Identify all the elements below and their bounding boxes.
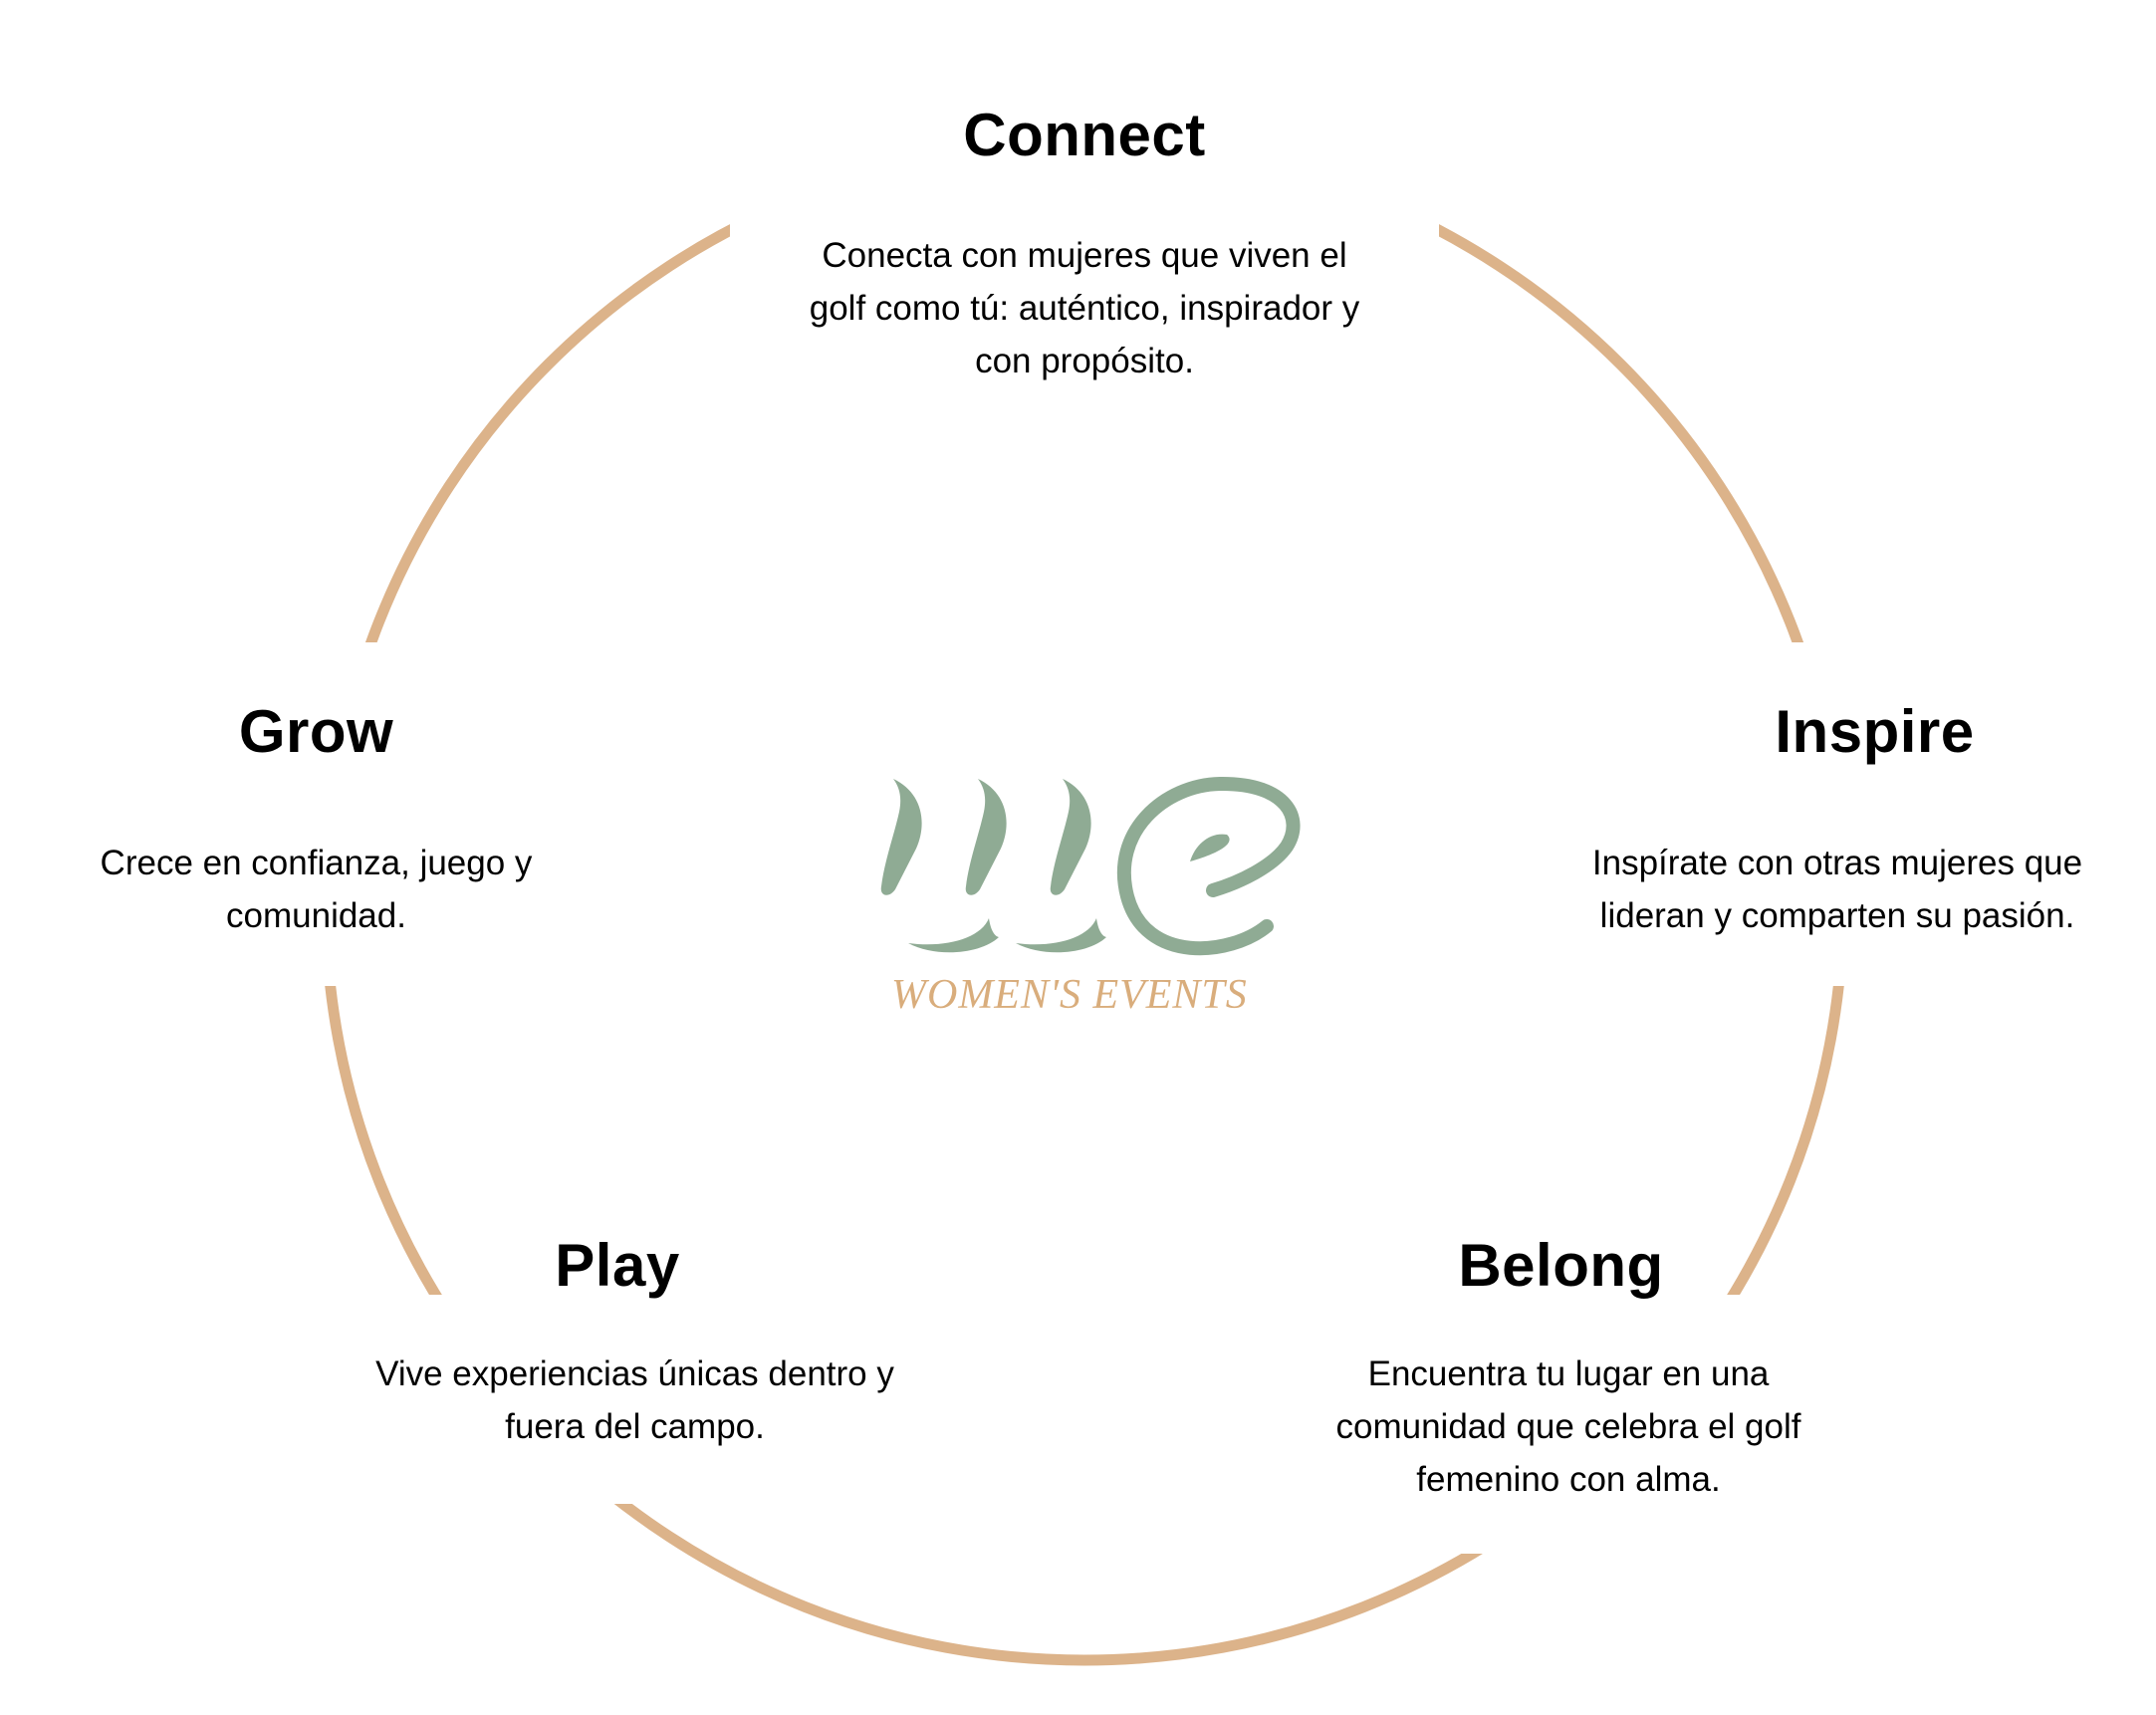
node-description-line: Conecta con mujeres que viven el — [822, 236, 1347, 275]
node-description-line: Vive experiencias únicas dentro y — [375, 1354, 894, 1393]
node-description-line: lideran y comparten su pasión. — [1599, 896, 2075, 935]
node-description-line: comunidad. — [226, 896, 406, 935]
node-title: Connect — [963, 102, 1206, 168]
node-belong: Belong Encuentra tu lugar en una comunid… — [1295, 1230, 1842, 1554]
node-grow: Grow Crece en confianza, juego y comunid… — [40, 642, 593, 986]
node-title: Grow — [238, 698, 394, 765]
node-description-line: femenino con alma. — [1416, 1460, 1721, 1499]
node-connect: Connect Conecta con mujeres que viven el… — [730, 60, 1439, 418]
we-logo-mark — [880, 776, 1301, 956]
logo-wordmark: WOMEN'S EVENTS — [891, 972, 1248, 1018]
node-title: Inspire — [1775, 698, 1975, 765]
node-description-line: Inspírate con otras mujeres que — [1591, 844, 2083, 882]
node-description-line: Encuentra tu lugar en una — [1367, 1354, 1770, 1393]
node-description-line: golf como tú: auténtico, inspirador y — [809, 289, 1360, 328]
node-description-line: Crece en confianza, juego y — [100, 844, 533, 882]
node-description-line: fuera del campo. — [505, 1407, 765, 1446]
node-description-line: con propósito. — [975, 342, 1194, 380]
node-title: Belong — [1458, 1232, 1664, 1299]
node-inspire: Inspire Inspírate con otras mujeres que … — [1539, 642, 2136, 986]
node-title: Play — [555, 1232, 680, 1299]
node-play: Play Vive experiencias únicas dentro y f… — [329, 1230, 941, 1504]
node-description-line: comunidad que celebra el golf — [1335, 1407, 1801, 1446]
